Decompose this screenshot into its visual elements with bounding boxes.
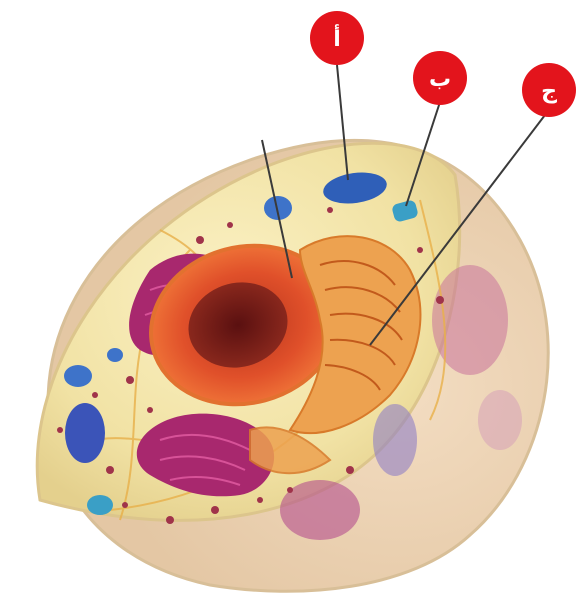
- callout-c-label: ج: [541, 79, 557, 104]
- back-organelle: [478, 390, 522, 450]
- callout-b: ب: [413, 51, 467, 105]
- callout-c: ج: [522, 63, 576, 117]
- callout-b-label: ب: [429, 67, 451, 92]
- callout-a: أ: [310, 11, 364, 65]
- back-mitochondrion: [373, 404, 417, 476]
- callout-a-label: أ: [333, 23, 341, 52]
